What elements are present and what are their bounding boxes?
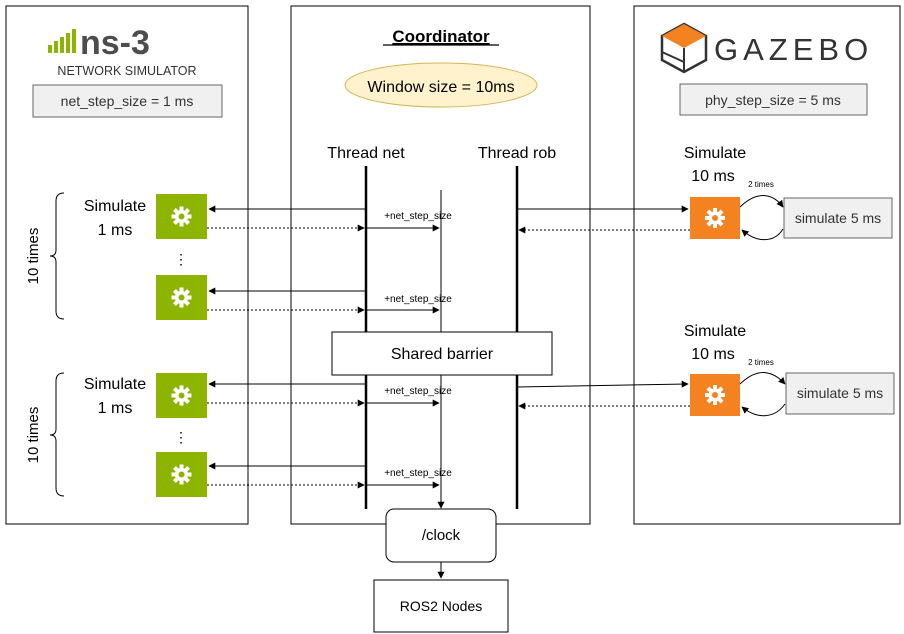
- gazebo-repeat-label-2: 2 times: [748, 358, 774, 367]
- gazebo-loop-arrow-2a: [739, 372, 786, 385]
- gazebo-simulate-label-2: Simulate: [684, 323, 746, 340]
- ns3-step-box-3: [156, 373, 207, 418]
- ns3-ellipsis-1: ⋮: [174, 251, 188, 267]
- rob-to-gazebo-arrow-2: [516, 380, 689, 388]
- phy-step-size-label: phy_step_size = 5 ms: [705, 92, 841, 108]
- gazebo-logo-text: GAZEBO: [714, 32, 873, 67]
- ns3-step-box-4: [156, 452, 207, 497]
- group1-times-label: 10 times: [25, 228, 42, 285]
- group2-times-label: 10 times: [25, 407, 42, 464]
- phy-step-size-box: [679, 83, 868, 116]
- ns3-step-box-1: [156, 194, 207, 239]
- net-step-size-box: [32, 84, 223, 118]
- net-step-size-label: net_step_size = 1 ms: [61, 93, 194, 109]
- simulate-5ms-label-1: simulate 5 ms: [795, 210, 881, 226]
- gear-icon: [171, 206, 192, 227]
- ns3-panel: [5, 5, 249, 525]
- gazebo-step-box-1: [690, 197, 740, 239]
- thread-rob-label: Thread rob: [478, 145, 556, 162]
- window-size-ellipse: [344, 62, 538, 108]
- gazebo-repeat-label-1: 2 times: [748, 180, 774, 189]
- simulate-5ms-box-2: [785, 372, 895, 415]
- coordinator-title: Coordinator: [392, 27, 490, 46]
- gear-icon: [171, 464, 192, 485]
- ros2-nodes-box: [373, 579, 509, 633]
- shared-barrier-label: Shared barrier: [391, 346, 494, 363]
- gazebo-step-box-2: [690, 374, 740, 416]
- group1-brace: [49, 192, 65, 320]
- gazebo-simulate-duration-2: 10 ms: [691, 346, 735, 363]
- gazebo-simulate-duration-1: 10 ms: [691, 168, 735, 185]
- gear-icon: [705, 385, 725, 405]
- ns3-simulate-duration-1: 1 ms: [98, 222, 133, 239]
- group2-brace: [49, 372, 65, 497]
- gazebo-logo: GAZEBO: [660, 22, 873, 74]
- gazebo-loop-arrow-2b: [741, 403, 786, 417]
- increment-label-1: +net_step_size: [384, 211, 452, 222]
- simulate-5ms-box-1: [783, 197, 893, 239]
- gear-icon: [705, 208, 725, 228]
- ns3-simulate-label-1: Simulate: [84, 198, 146, 215]
- ns3-subtitle: NETWORK SIMULATOR: [57, 64, 196, 78]
- ns3-logo-text: ns-3: [80, 24, 150, 62]
- ros2-nodes-label: ROS2 Nodes: [400, 598, 482, 614]
- ns3-ellipsis-2: ⋮: [174, 429, 188, 445]
- increment-label-4: +net_step_size: [384, 468, 452, 479]
- shared-barrier-box: [331, 331, 553, 376]
- simulate-5ms-label-2: simulate 5 ms: [797, 385, 883, 401]
- increment-label-3: +net_step_size: [384, 386, 452, 397]
- ns3-simulate-duration-2: 1 ms: [98, 400, 133, 417]
- clock-label: /clock: [422, 527, 461, 544]
- window-size-label: Window size = 10ms: [367, 79, 514, 96]
- gazebo-loop-arrow-1b: [741, 228, 784, 241]
- ns3-step-box-2: [156, 275, 207, 320]
- ns3-logo: ns-3: [48, 24, 150, 62]
- gear-icon: [171, 287, 192, 308]
- thread-net-label: Thread net: [327, 145, 405, 162]
- gazebo-simulate-label-1: Simulate: [684, 145, 746, 162]
- gear-icon: [171, 385, 192, 406]
- ns3-simulate-label-2: Simulate: [84, 376, 146, 393]
- gazebo-loop-arrow-1a: [739, 195, 784, 208]
- increment-label-2: +net_step_size: [384, 294, 452, 305]
